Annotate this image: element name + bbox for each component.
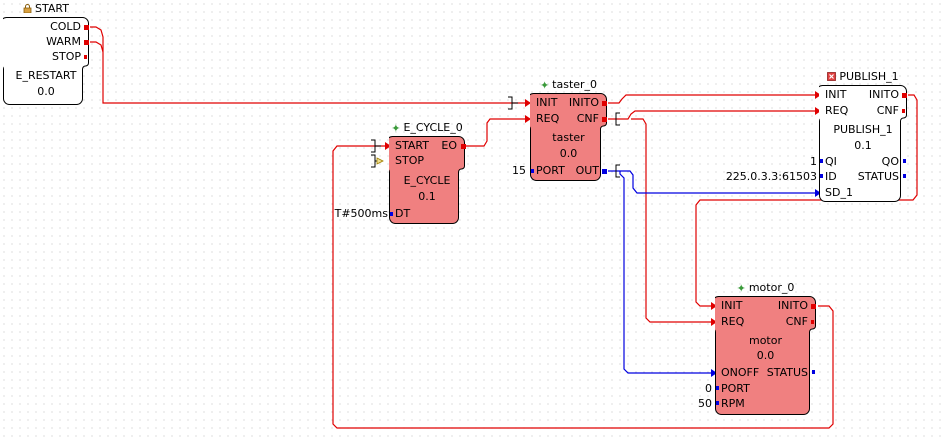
arrow-taster-init bbox=[525, 99, 531, 107]
arrow-motor-init bbox=[711, 302, 717, 310]
wire-ecycle-eo-to-taster-req[interactable] bbox=[466, 118, 530, 147]
fb-start-shape bbox=[3, 17, 89, 105]
fb-taster-out-inito[interactable]: INITO bbox=[568, 96, 599, 109]
param-publish-id[interactable]: 225.0.3.3:61503 bbox=[725, 170, 817, 183]
fb-motor-out-inito[interactable]: INITO bbox=[777, 299, 808, 312]
wire-taster-inito-to-publish-init[interactable] bbox=[608, 94, 820, 104]
close-box-icon bbox=[827, 72, 837, 81]
arrow-publish-init bbox=[815, 91, 821, 99]
fb-publish-out-inito[interactable]: INITO bbox=[868, 88, 899, 101]
fb-taster-title: ✦taster_0 bbox=[530, 78, 607, 92]
bracket-ecycle-stop bbox=[371, 154, 381, 168]
bracket-ecycle-start bbox=[371, 139, 381, 153]
fb-publish-shape bbox=[819, 85, 907, 202]
arrow-publish-req bbox=[815, 107, 821, 115]
fb-e-cycle-in-start[interactable]: START bbox=[395, 139, 429, 152]
fb-publish-title: PUBLISH_1 bbox=[819, 70, 907, 83]
wire-taster-cnf-to-motor-req[interactable] bbox=[631, 118, 716, 323]
fb-motor-out-status[interactable]: STATUS bbox=[766, 366, 808, 379]
fb-publish-in-id[interactable]: ID bbox=[825, 170, 837, 183]
fb-motor-title: ✦motor_0 bbox=[715, 281, 816, 295]
fb-e-cycle-title: ✦E_CYCLE_0 bbox=[389, 121, 465, 135]
fb-motor-in-rpm[interactable]: RPM bbox=[721, 397, 745, 410]
fb-taster[interactable]: ✦taster_0 INIT REQ INITO CNF taster 0.0 … bbox=[530, 78, 607, 181]
arrow-motor-onoff bbox=[711, 369, 717, 377]
fb-taster-title-label: taster_0 bbox=[552, 78, 598, 91]
wire-start-warm-to-taster-init[interactable] bbox=[90, 41, 104, 53]
fb-motor-in-onoff[interactable]: ONOFF bbox=[721, 366, 760, 379]
fb-publish-out-cnf[interactable]: CNF bbox=[876, 104, 899, 117]
arrow-ecycle-start bbox=[385, 142, 391, 150]
bracket-taster-out bbox=[615, 164, 620, 178]
fb-motor-in-req[interactable]: REQ bbox=[721, 315, 745, 328]
fb-taster-in-port[interactable]: PORT bbox=[536, 164, 565, 177]
arrowheads bbox=[385, 91, 821, 377]
fb-start[interactable]: START COLD WARM STOP E_RESTART 0.0 bbox=[3, 2, 89, 105]
plus-icon: ✦ bbox=[539, 79, 550, 92]
fb-start-title-label: START bbox=[35, 2, 69, 15]
fb-publish-in-sd1[interactable]: SD_1 bbox=[825, 186, 853, 199]
fb-motor-type: motor bbox=[748, 334, 782, 347]
fb-e-cycle-out-eo[interactable]: EO bbox=[441, 139, 457, 152]
fb-taster-version: 0.0 bbox=[559, 147, 578, 160]
fb-motor-version: 0.0 bbox=[756, 349, 775, 362]
arrow-motor-req bbox=[711, 318, 717, 326]
wire-start-cold-to-taster-init[interactable] bbox=[90, 26, 530, 104]
fb-e-cycle-type: E_CYCLE bbox=[403, 174, 451, 187]
fb-publish-out-status[interactable]: STATUS bbox=[857, 170, 899, 183]
plus-icon: ✦ bbox=[736, 282, 746, 295]
fb-publish-type: PUBLISH_1 bbox=[833, 123, 893, 136]
fb-start-version: 0.0 bbox=[37, 85, 55, 98]
param-e-cycle-dt[interactable]: T#500ms bbox=[334, 207, 388, 220]
fb-e-cycle-in-stop[interactable]: STOP bbox=[395, 154, 424, 167]
fb-e-cycle-in-dt[interactable]: DT bbox=[395, 207, 411, 220]
wire-motor-inito-to-ecycle-start[interactable] bbox=[332, 145, 834, 429]
wire-publish-inito-to-motor-init[interactable] bbox=[695, 94, 918, 307]
fb-motor-in-init[interactable]: INIT bbox=[721, 299, 743, 312]
fb-publish-in-qi[interactable]: QI bbox=[825, 155, 837, 168]
fb-start-type: E_RESTART bbox=[15, 69, 77, 82]
fb-motor-title-label: motor_0 bbox=[748, 281, 795, 294]
fb-motor-in-port[interactable]: PORT bbox=[721, 382, 750, 395]
fb-motor-out-cnf[interactable]: CNF bbox=[785, 315, 808, 328]
fb-e-cycle-version: 0.1 bbox=[418, 190, 436, 203]
fb-taster-out-cnf[interactable]: CNF bbox=[576, 112, 599, 125]
fb-motor[interactable]: ✦motor_0 INIT REQ INITO CNF motor 0.0 ON… bbox=[715, 281, 816, 415]
fb-motor-shape bbox=[715, 296, 816, 415]
param-taster-port[interactable]: 15 bbox=[512, 164, 526, 177]
fb-e-cycle[interactable]: ✦E_CYCLE_0 START STOP EO E_CYCLE 0.1 DT bbox=[389, 121, 465, 224]
bracket-taster-cnf bbox=[615, 112, 620, 126]
arrow-taster-req bbox=[525, 115, 531, 123]
bracket-taster-init bbox=[508, 96, 518, 110]
fb-publish-title-label: PUBLISH_1 bbox=[839, 70, 899, 83]
fb-publish-in-req[interactable]: REQ bbox=[825, 104, 849, 117]
wire-taster-out-to-motor-onoff[interactable] bbox=[619, 171, 716, 374]
fb-start-title: START bbox=[3, 2, 89, 15]
param-motor-port[interactable]: 0 bbox=[705, 382, 712, 395]
fb-taster-in-init[interactable]: INIT bbox=[536, 96, 558, 109]
fb-taster-out-out[interactable]: OUT bbox=[575, 164, 599, 177]
fb-publish-in-init[interactable]: INIT bbox=[825, 88, 847, 101]
plus-icon: ✦ bbox=[391, 122, 401, 135]
param-motor-rpm[interactable]: 50 bbox=[698, 397, 712, 410]
fb-start-out-cold[interactable]: COLD bbox=[50, 20, 81, 33]
arrow-publish-sd1 bbox=[815, 189, 821, 197]
lock-icon bbox=[23, 4, 32, 13]
fb-publish[interactable]: PUBLISH_1 INIT REQ INITO CNF PUBLISH_1 0… bbox=[819, 70, 907, 202]
fb-publish-out-qo[interactable]: QO bbox=[881, 155, 899, 168]
wire-taster-cnf-to-publish-req[interactable] bbox=[608, 110, 820, 120]
fb-taster-in-req[interactable]: REQ bbox=[536, 112, 560, 125]
fb-start-out-warm[interactable]: WARM bbox=[46, 35, 81, 48]
fb-taster-type: taster bbox=[552, 131, 585, 144]
fb-publish-version: 0.1 bbox=[854, 139, 872, 152]
param-publish-qi[interactable]: 1 bbox=[810, 155, 817, 168]
fb-e-cycle-title-label: E_CYCLE_0 bbox=[403, 121, 463, 134]
wire-taster-out-to-publish-sd1[interactable] bbox=[608, 170, 820, 194]
fb-e-cycle-shape bbox=[389, 136, 465, 224]
fb-start-out-stop[interactable]: STOP bbox=[52, 50, 81, 63]
